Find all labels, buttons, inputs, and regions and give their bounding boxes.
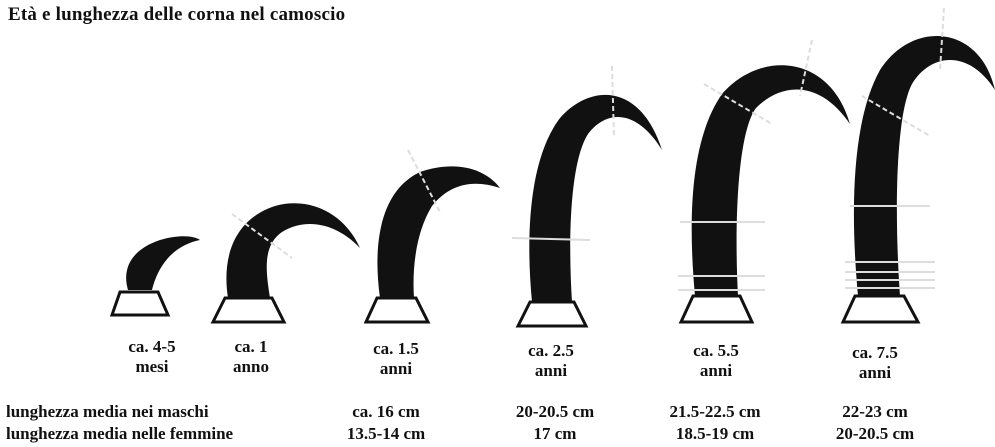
male-length-value: 22-23 cm [805, 402, 945, 422]
age-label-stage-5: ca. 5.5 anni [661, 341, 771, 381]
horn-stage-4 [512, 66, 662, 326]
horn-stage-1 [112, 236, 200, 315]
age-unit: anni [661, 361, 771, 381]
female-length-value: 17 cm [485, 424, 625, 444]
horn-stage-6 [843, 8, 995, 322]
age-unit: anni [820, 363, 930, 383]
age-value: ca. 7.5 [820, 343, 930, 363]
age-unit: anni [341, 359, 451, 379]
age-value: ca. 2.5 [496, 341, 606, 361]
age-value: ca. 1 [196, 337, 306, 357]
male-length-value: 20-20.5 cm [485, 402, 625, 422]
age-unit: mesi [97, 357, 207, 377]
horn-stage-3 [366, 150, 500, 322]
age-unit: anno [196, 357, 306, 377]
female-length-value: 18.5-19 cm [645, 424, 785, 444]
female-length-value: 13.5-14 cm [316, 424, 456, 444]
female-length-label: lunghezza media nelle femmine [6, 424, 233, 444]
age-value: ca. 1.5 [341, 339, 451, 359]
age-label-stage-4: ca. 2.5 anni [496, 341, 606, 381]
age-value: ca. 4-5 [97, 337, 207, 357]
age-label-stage-3: ca. 1.5 anni [341, 339, 451, 379]
male-length-value: ca. 16 cm [316, 402, 456, 422]
age-unit: anni [496, 361, 606, 381]
female-length-value: 20-20.5 cm [805, 424, 945, 444]
age-label-stage-2: ca. 1 anno [196, 337, 306, 377]
male-length-label: lunghezza media nei maschi [6, 402, 209, 422]
male-length-value: 21.5-22.5 cm [645, 402, 785, 422]
age-label-stage-1: ca. 4-5 mesi [97, 337, 207, 377]
horn-stage-5 [678, 40, 850, 322]
age-label-stage-6: ca. 7.5 anni [820, 343, 930, 383]
age-value: ca. 5.5 [661, 341, 771, 361]
horn-stage-2 [213, 203, 360, 322]
